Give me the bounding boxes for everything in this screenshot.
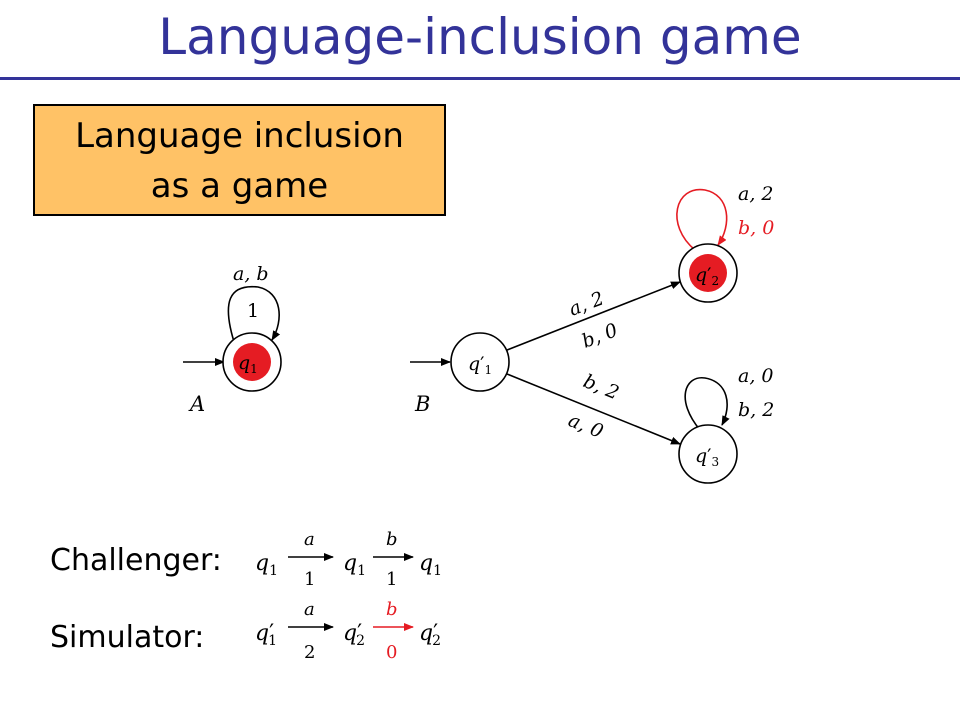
challenger-label: Challenger:: [50, 543, 222, 578]
state-q3p-node: [678, 424, 738, 484]
loop-edge-q2p: [676, 188, 728, 251]
run-state: q′2: [343, 621, 365, 649]
run-state: q′2: [419, 621, 441, 649]
accepting-mark-q1: [233, 343, 271, 381]
callout-box: Language inclusion as a game: [33, 104, 446, 216]
edge-q1p-q2p-label-2: b, 0: [579, 319, 621, 353]
loop-q3p-label-1: a, 0: [738, 365, 774, 387]
loop-label-a: a, b: [233, 263, 269, 285]
edge-q1p-q3p: [506, 373, 681, 445]
run-state: q1: [343, 551, 366, 579]
run-state: q′1: [255, 621, 277, 649]
run-letter: a: [304, 599, 315, 620]
run-weight: 1: [304, 569, 315, 590]
edge-q1p-q2p-label-1: a, 2: [566, 287, 607, 320]
simulator-label: Simulator:: [50, 620, 205, 655]
automaton-b-name: B: [414, 392, 430, 416]
state-q1p-label: q′1: [468, 353, 492, 377]
automaton-a-name: A: [188, 392, 205, 416]
loop-q2p-label-1: a, 2: [738, 183, 774, 205]
automaton-b: q′1 B q′2 a, 2 b, 0 q′3 a, 0 b, 2 a, 2 b…: [410, 183, 774, 484]
callout-line-1: Language inclusion: [75, 116, 404, 156]
loop-q3p-label-2: b, 2: [738, 399, 774, 421]
loop-weight-a: 1: [247, 300, 259, 322]
state-q2p-label: q′2: [695, 264, 719, 288]
run-weight-highlighted: 0: [386, 642, 397, 663]
accepting-mark-q2p: [689, 254, 727, 292]
callout-line-2: as a game: [150, 166, 329, 206]
challenger-run: q1 a 1 q1 b 1 q1: [255, 529, 442, 590]
run-letter: b: [386, 529, 398, 550]
run-state: q1: [255, 551, 278, 579]
state-q3p-label: q′3: [695, 445, 719, 469]
edge-q1p-q2p: [506, 281, 681, 351]
state-q1-label: q1: [238, 352, 258, 376]
state-q1p-node: [450, 332, 510, 392]
title-underline: [0, 77, 960, 80]
simulator-run: q′1 a 2 q′2 b 0 q′2: [255, 599, 441, 663]
loop-edge-q3p: [684, 377, 730, 431]
loop-q2p-label-2: b, 0: [738, 217, 774, 239]
edge-q1p-q3p-label-1: b, 2: [580, 370, 622, 404]
run-state: q1: [419, 551, 442, 579]
run-letter-highlighted: b: [386, 599, 398, 620]
loop-edge-q1: [227, 285, 281, 349]
edge-q1p-q3p-label-2: a, 0: [565, 409, 606, 443]
automaton-a: a, b 1 q1 A: [183, 263, 282, 416]
run-weight: 2: [304, 642, 315, 663]
run-letter: a: [304, 529, 315, 550]
page-title: Language-inclusion game: [158, 8, 802, 66]
run-weight: 1: [386, 569, 397, 590]
